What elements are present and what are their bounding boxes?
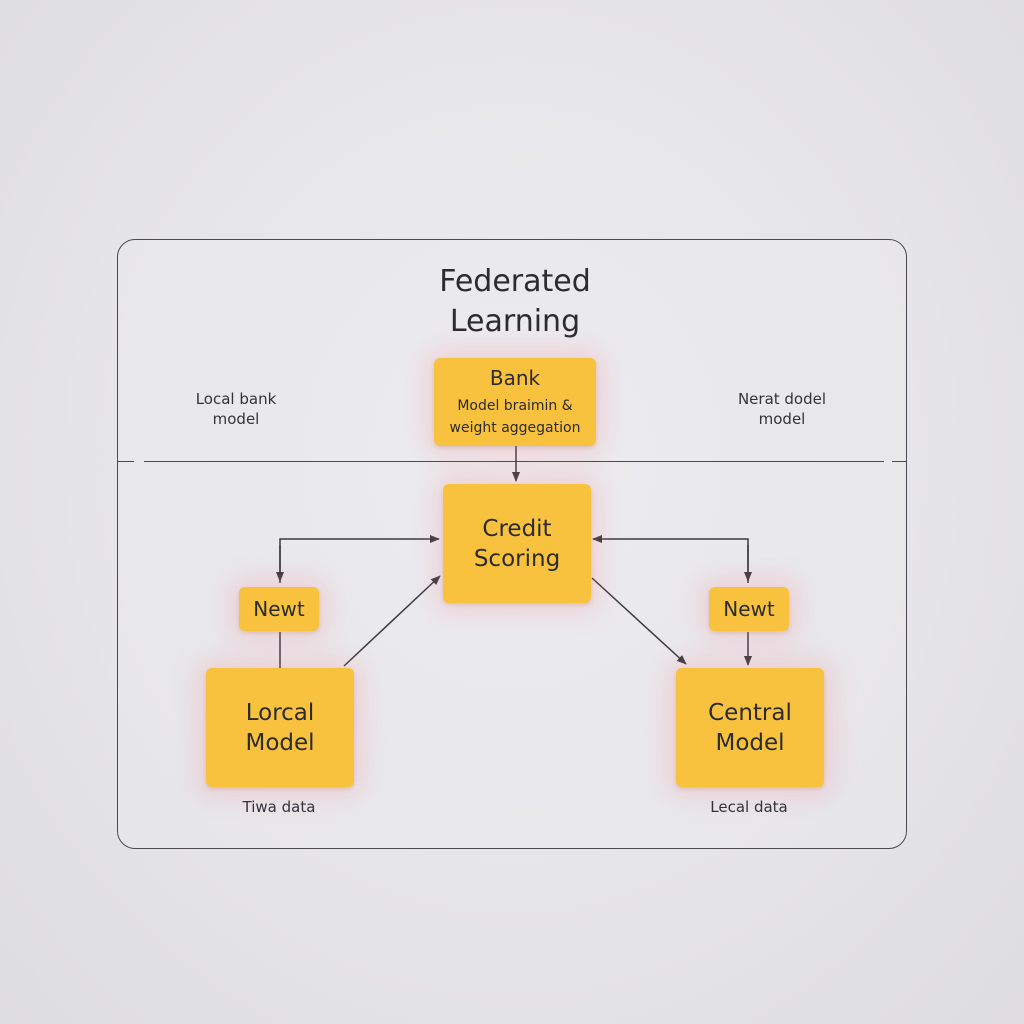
right-top-label-line-1: Nerat dodel [737,390,827,408]
right-caption: Lecal data [710,798,788,816]
local-model-line-2: Model [245,729,315,756]
left-caption: Tiwa data [242,798,316,816]
central-model-line-2: Model [715,729,785,756]
right-newt-label: Newt [723,597,775,621]
bank-node[interactable]: Bank Model braimin & weight aggegation [434,358,596,446]
divider-right-stub [892,461,906,462]
right-newt-node[interactable]: Newt [709,587,789,631]
left-top-label: Local bank model [166,389,306,429]
left-top-label-line-1: Local bank [195,390,277,408]
right-top-label: Nerat dodel model [712,389,852,429]
bank-node-name: Bank [489,366,541,390]
bank-node-desc-line-2: weight aggegation [449,420,581,436]
title-line-2: Learning [449,304,581,339]
diagram-title: Federated Learning [395,262,635,342]
central-model-node[interactable]: Central Model [676,668,824,787]
bank-node-desc-line-1: Model braimin & [457,398,573,414]
left-top-label-line-2: model [212,410,260,428]
local-model-line-1: Lorcal [245,699,315,726]
left-newt-node[interactable]: Newt [239,587,319,631]
right-top-label-line-2: model [758,410,806,428]
left-newt-label: Newt [253,597,305,621]
divider-left-stub [118,461,134,462]
title-line-1: Federated [439,264,591,299]
credit-node-line-2: Scoring [473,545,561,572]
central-model-line-1: Central [708,699,792,726]
credit-node-line-1: Credit [482,515,552,542]
credit-scoring-node[interactable]: Credit Scoring [443,484,591,603]
section-divider [144,461,884,462]
local-model-node[interactable]: Lorcal Model [206,668,354,787]
